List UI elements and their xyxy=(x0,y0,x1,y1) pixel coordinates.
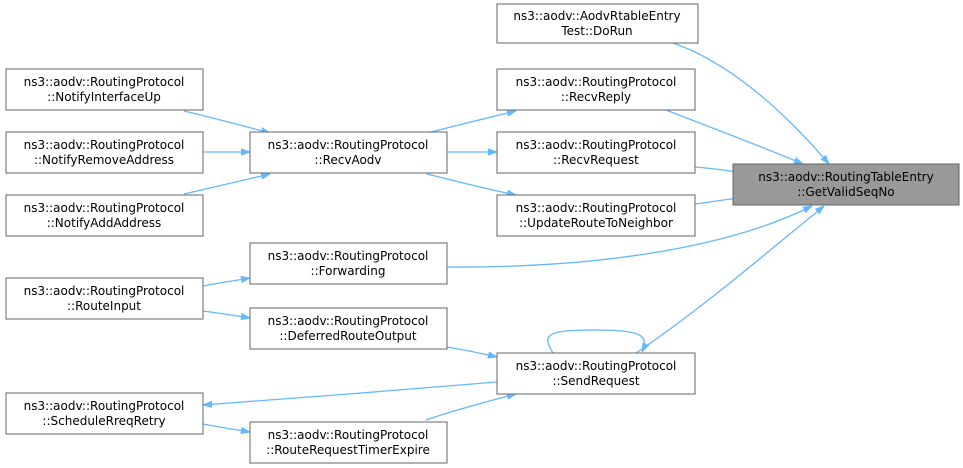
edge-notifyinterfaceup-to-recvaodv xyxy=(183,110,270,133)
edge-recvaodv-to-recvreply xyxy=(426,111,516,134)
node-updateroutetoneighbor-line1: ns3::aodv::RoutingProtocol xyxy=(516,201,677,215)
edge-aodvrtableentrytest-to-getvalidseqno xyxy=(672,42,829,164)
node-notifyaddaddress[interactable]: ns3::aodv::RoutingProtocol ::NotifyAddAd… xyxy=(5,194,204,237)
edge-forwarding-to-getvalidseqno xyxy=(446,206,812,268)
node-deferredrouteoutput[interactable]: ns3::aodv::RoutingProtocol ::DeferredRou… xyxy=(249,307,448,350)
node-routeinput-line1: ns3::aodv::RoutingProtocol xyxy=(24,284,185,298)
node-sendrequest[interactable]: ns3::aodv::RoutingProtocol ::SendRequest xyxy=(496,352,696,395)
edge-recvaodv-to-updateroutetoneighbor xyxy=(426,173,516,195)
node-schedulerreqretry-line2: ::ScheduleRreqRetry xyxy=(42,414,165,428)
node-recvreply[interactable]: ns3::aodv::RoutingProtocol ::RecvReply xyxy=(496,68,696,111)
edge-sendrequest-self-loop xyxy=(547,329,645,354)
node-notifyremoveaddress-line1: ns3::aodv::RoutingProtocol xyxy=(24,138,185,152)
edge-routeinput-to-deferredrouteoutput xyxy=(202,310,250,318)
edge-deferredrouteoutput-to-sendrequest xyxy=(446,346,497,357)
node-recvreply-line2: ::RecvReply xyxy=(561,90,631,104)
node-getvalidseqno-line2: ::GetValidSeqNo xyxy=(797,185,894,199)
node-aodvrtableentrytest-line1: ns3::aodv::AodvRtableEntry xyxy=(513,9,680,23)
node-schedulerreqretry-line1: ns3::aodv::RoutingProtocol xyxy=(24,399,185,413)
node-notifyinterfaceup-line1: ns3::aodv::RoutingProtocol xyxy=(24,75,185,89)
node-notifyinterfaceup-line2: ::NotifyInterfaceUp xyxy=(47,90,161,104)
edge-recvreply-to-getvalidseqno xyxy=(665,109,803,165)
edges xyxy=(183,42,829,432)
node-recvaodv[interactable]: ns3::aodv::RoutingProtocol ::RecvAodv xyxy=(249,131,448,174)
node-aodvrtableentrytest-line2: Test::DoRun xyxy=(560,24,632,38)
node-schedulerreqretry[interactable]: ns3::aodv::RoutingProtocol ::ScheduleRre… xyxy=(5,392,204,435)
node-getvalidseqno[interactable]: ns3::aodv::RoutingTableEntry ::GetValidS… xyxy=(732,163,960,206)
node-forwarding-line1: ns3::aodv::RoutingProtocol xyxy=(268,249,429,263)
node-routerequesttimerexpire-line2: ::RouteRequestTimerExpire xyxy=(266,443,430,457)
node-deferredrouteoutput-line1: ns3::aodv::RoutingProtocol xyxy=(268,314,429,328)
node-notifyaddaddress-line2: ::NotifyAddAddress xyxy=(47,216,162,230)
node-updateroutetoneighbor[interactable]: ns3::aodv::RoutingProtocol ::UpdateRoute… xyxy=(496,194,696,237)
node-aodvrtableentrytest[interactable]: ns3::aodv::AodvRtableEntry Test::DoRun xyxy=(496,3,699,44)
node-notifyremoveaddress-line2: ::NotifyRemoveAddress xyxy=(34,153,174,167)
node-recvrequest[interactable]: ns3::aodv::RoutingProtocol ::RecvRequest xyxy=(496,131,696,174)
node-routeinput-line2: ::RouteInput xyxy=(67,299,141,313)
node-notifyinterfaceup[interactable]: ns3::aodv::RoutingProtocol ::NotifyInter… xyxy=(5,68,204,111)
node-deferredrouteoutput-line2: ::DeferredRouteOutput xyxy=(279,329,417,343)
node-updateroutetoneighbor-line2: ::UpdateRouteToNeighbor xyxy=(519,216,673,230)
edge-routerequesttimerexpire-to-sendrequest xyxy=(425,394,516,421)
node-forwarding[interactable]: ns3::aodv::RoutingProtocol ::Forwarding xyxy=(249,242,448,285)
edge-schedulerreqretry-to-routerequesttimerexpire xyxy=(202,423,250,432)
edge-sendrequest-to-getvalidseqno xyxy=(635,206,824,354)
node-sendrequest-line1: ns3::aodv::RoutingProtocol xyxy=(516,359,677,373)
node-routerequesttimerexpire[interactable]: ns3::aodv::RoutingProtocol ::RouteReques… xyxy=(249,421,448,464)
node-getvalidseqno-line1: ns3::aodv::RoutingTableEntry xyxy=(758,170,933,184)
node-notifyremoveaddress[interactable]: ns3::aodv::RoutingProtocol ::NotifyRemov… xyxy=(5,131,204,174)
node-recvaodv-line2: ::RecvAodv xyxy=(314,153,381,167)
node-recvrequest-line1: ns3::aodv::RoutingProtocol xyxy=(516,138,677,152)
node-notifyaddaddress-line1: ns3::aodv::RoutingProtocol xyxy=(24,201,185,215)
node-routerequesttimerexpire-line1: ns3::aodv::RoutingProtocol xyxy=(268,428,429,442)
node-recvrequest-line2: ::RecvRequest xyxy=(553,153,639,167)
node-recvreply-line1: ns3::aodv::RoutingProtocol xyxy=(516,75,677,89)
edge-notifyaddaddress-to-recvaodv xyxy=(183,174,270,195)
edge-routeinput-to-forwarding xyxy=(202,278,250,287)
node-sendrequest-line2: ::SendRequest xyxy=(552,374,639,388)
node-routeinput[interactable]: ns3::aodv::RoutingProtocol ::RouteInput xyxy=(5,277,204,320)
node-forwarding-line2: ::Forwarding xyxy=(311,264,386,278)
edge-sendrequest-to-schedulerreqretry xyxy=(203,381,498,405)
node-recvaodv-line1: ns3::aodv::RoutingProtocol xyxy=(268,138,429,152)
